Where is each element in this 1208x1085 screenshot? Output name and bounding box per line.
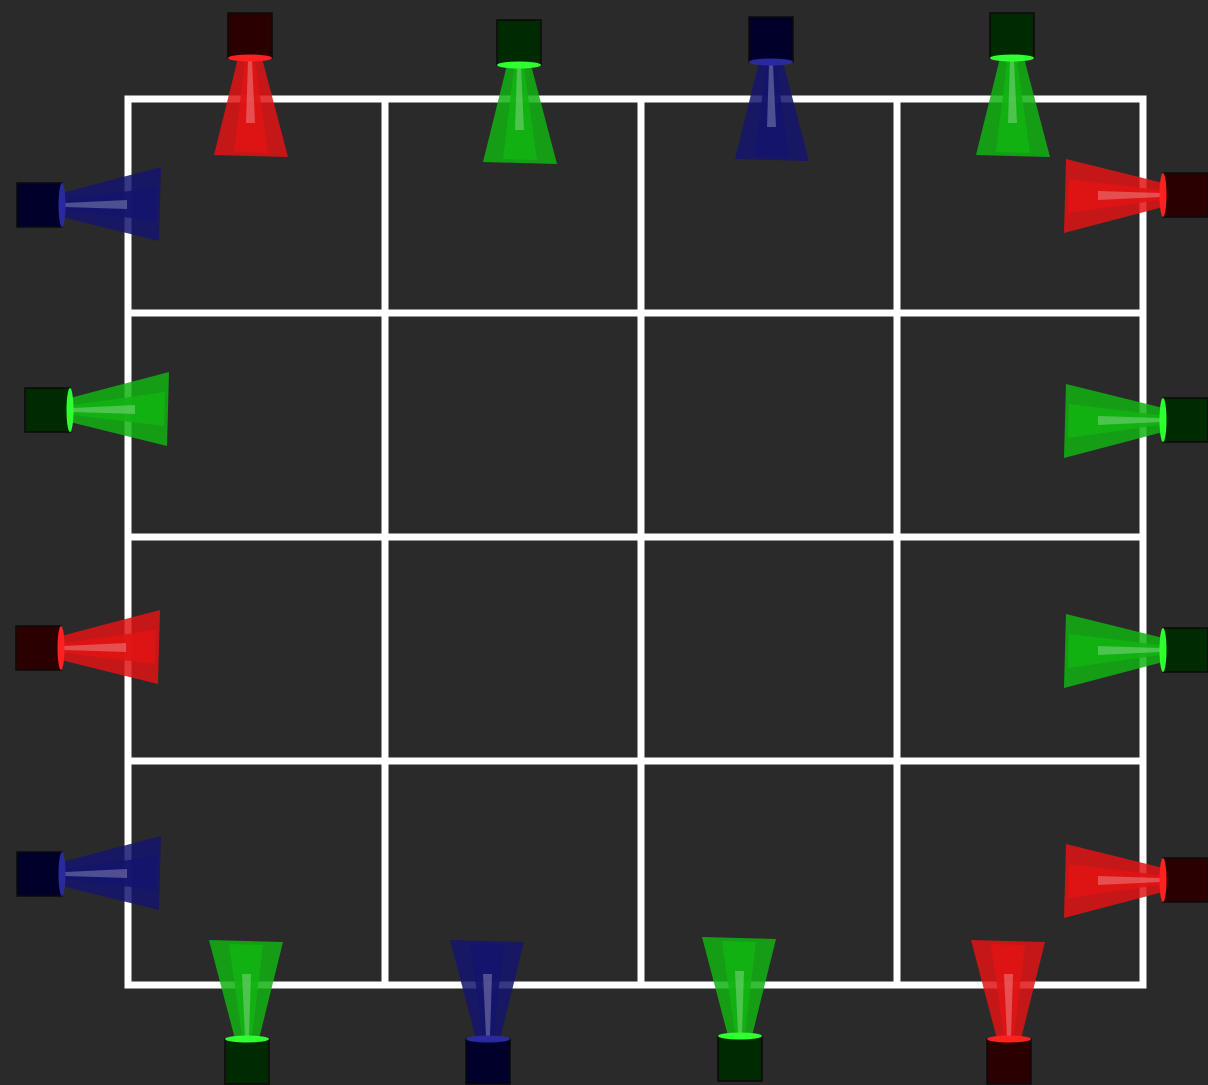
grid-cell-r3c1[interactable] <box>128 537 385 761</box>
left-laser-4[interactable] <box>17 836 161 910</box>
laser-body <box>990 13 1034 58</box>
right-laser-3[interactable] <box>1064 614 1208 688</box>
laser-body <box>17 183 62 227</box>
laser-body <box>1163 858 1208 902</box>
top-laser-1[interactable] <box>214 13 288 157</box>
laser-lens <box>497 62 541 69</box>
left-laser-3[interactable] <box>16 610 160 684</box>
laser-lens <box>466 1036 510 1043</box>
bottom-laser-4[interactable] <box>971 940 1045 1084</box>
laser-lens <box>990 55 1034 62</box>
laser-lens <box>718 1033 762 1040</box>
right-laser-2[interactable] <box>1064 384 1208 458</box>
laser-lens <box>67 388 74 432</box>
laser-lens <box>1160 628 1167 672</box>
laser-body <box>1163 628 1208 672</box>
top-laser-3[interactable] <box>735 17 809 161</box>
laser-lens <box>58 626 65 670</box>
laser-body <box>987 1039 1031 1084</box>
laser-lens <box>987 1036 1031 1043</box>
top-laser-4[interactable] <box>976 13 1050 157</box>
laser-body <box>17 852 62 896</box>
puzzle-grid <box>128 99 1143 985</box>
laser-body <box>228 13 272 58</box>
top-laser-2[interactable] <box>483 20 557 164</box>
laser-body <box>225 1039 269 1084</box>
laser-lens <box>228 55 272 62</box>
laser-body <box>749 17 793 62</box>
laser-emitters <box>16 13 1208 1084</box>
laser-body <box>1163 398 1208 442</box>
laser-body <box>718 1036 762 1081</box>
grid-cell-r2c2[interactable] <box>385 313 641 537</box>
laser-lens <box>59 852 66 896</box>
laser-lens <box>1160 173 1167 217</box>
bottom-laser-2[interactable] <box>450 940 524 1084</box>
laser-lens <box>1160 398 1167 442</box>
laser-lens <box>225 1036 269 1043</box>
bottom-laser-1[interactable] <box>209 940 283 1084</box>
right-laser-1[interactable] <box>1064 159 1208 233</box>
laser-body <box>497 20 541 65</box>
grid-cell-r3c2[interactable] <box>385 537 641 761</box>
laser-body <box>16 626 61 670</box>
laser-body <box>466 1039 510 1084</box>
laser-body <box>25 388 70 432</box>
laser-lens <box>749 59 793 66</box>
grid-cell-r3c3[interactable] <box>641 537 897 761</box>
left-laser-1[interactable] <box>17 167 161 241</box>
left-laser-2[interactable] <box>25 372 169 446</box>
laser-lens <box>59 183 66 227</box>
bottom-laser-3[interactable] <box>702 937 776 1081</box>
laser-body <box>1163 173 1208 217</box>
grid-cell-r2c3[interactable] <box>641 313 897 537</box>
laser-lens <box>1160 858 1167 902</box>
right-laser-4[interactable] <box>1064 844 1208 918</box>
